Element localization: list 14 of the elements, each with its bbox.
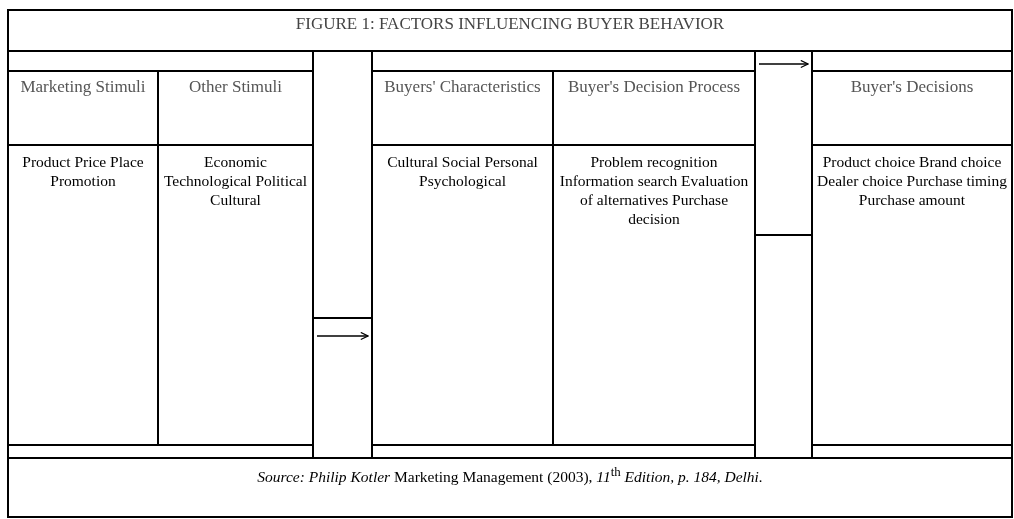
column-heading: Other Stimuli: [188, 76, 283, 98]
factor-list: Economic Technological Political Cultural: [161, 152, 310, 209]
source-caption: Source: Philip Kotler Marketing Management (2003), 11$^{th}$ Edition, p. 184, Delhi.: [256, 463, 764, 488]
arrow: [316, 331, 369, 341]
arrow: [758, 59, 809, 69]
column-heading: Buyers' Characteristics: [383, 76, 542, 98]
factor-list: Product Price Place Promotion: [11, 152, 155, 190]
factor-list: Product choice Brand choice Dealer choice Purchase timing Purchase amount: [815, 152, 1009, 209]
factor-list: Problem recognition Information search Evaluation of alternatives Purchase decision: [556, 152, 752, 228]
column-heading: Buyer's Decisions: [849, 76, 975, 98]
figure-title: FIGURE 1: FACTORS INFLUENCING BUYER BEHAVIOR: [294, 14, 726, 34]
factor-list: Cultural Social Personal Psychological: [375, 152, 550, 190]
column-heading: Marketing Stimuli: [19, 76, 147, 98]
column-heading: Buyer's Decision Process: [566, 76, 742, 98]
